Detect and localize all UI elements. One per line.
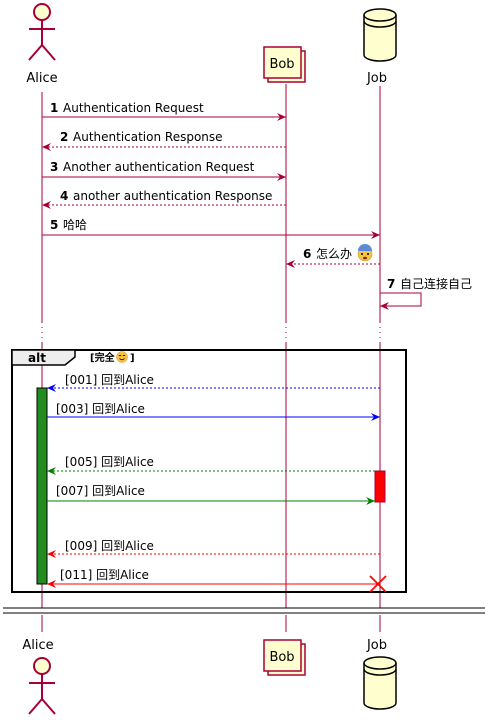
svg-text:3: 3 bbox=[50, 160, 58, 174]
message-4: 4 another authentication Response bbox=[42, 189, 286, 209]
message-label: 怎么办 bbox=[316, 246, 352, 261]
participant-alice-bottom: Alice bbox=[22, 638, 56, 715]
message-label: [005] 回到Alice bbox=[65, 455, 154, 469]
message-3: 3 Another authentication Request bbox=[42, 160, 286, 181]
message-7-self: 7 自己连接自己 bbox=[380, 276, 472, 310]
scared-face-icon bbox=[357, 244, 373, 262]
participant-label-job: Job bbox=[366, 71, 387, 86]
participant-label-alice: Alice bbox=[26, 71, 57, 86]
alt-message-005: [005] 回到Alice bbox=[47, 455, 375, 475]
participant-alice-top: Alice bbox=[26, 3, 58, 86]
participant-bob-top: Bob bbox=[263, 46, 306, 83]
svg-text:4: 4 bbox=[60, 189, 68, 203]
database-icon bbox=[363, 8, 397, 62]
alt-message-007: [007] 回到Alice bbox=[47, 484, 375, 505]
alt-message-003: [003] 回到Alice bbox=[47, 402, 380, 421]
participant-label-job: Job bbox=[366, 638, 387, 653]
actor-icon bbox=[28, 3, 56, 61]
message-6: 6 怎么办 bbox=[286, 244, 380, 268]
activation-bar-job bbox=[374, 470, 386, 503]
message-label: [003] 回到Alice bbox=[56, 402, 145, 416]
database-icon bbox=[363, 656, 397, 710]
participant-label-bob: Bob bbox=[269, 57, 294, 72]
svg-text:7: 7 bbox=[387, 277, 395, 291]
svg-text:1: 1 bbox=[50, 101, 58, 115]
participant-bob-bottom: Bob bbox=[263, 639, 306, 676]
message-2: 2 Authentication Response bbox=[42, 130, 286, 151]
message-1: 1 Authentication Request bbox=[42, 101, 286, 121]
activation-bar-alice bbox=[36, 387, 48, 585]
message-label: [009] 回到Alice bbox=[65, 539, 154, 553]
message-label: Authentication Response bbox=[73, 130, 223, 144]
alt-guard: [完全 bbox=[90, 351, 116, 364]
svg-text:6: 6 bbox=[303, 247, 311, 261]
alt-message-011: [011] 回到Alice bbox=[47, 568, 387, 593]
alt-message-009: [009] 回到Alice bbox=[47, 539, 380, 558]
message-5: 5 哈哈 bbox=[42, 218, 380, 239]
destroy-icon bbox=[369, 575, 387, 593]
participant-label-bob: Bob bbox=[269, 650, 294, 665]
message-label: another authentication Response bbox=[73, 189, 272, 203]
divider bbox=[3, 607, 485, 614]
message-label: Another authentication Request bbox=[63, 160, 255, 174]
message-label: 哈哈 bbox=[63, 218, 87, 232]
alt-message-001: [001] 回到Alice bbox=[47, 373, 380, 392]
participant-job-top: Job bbox=[363, 8, 397, 86]
alt-group: alt [完全 ] bbox=[11, 349, 407, 593]
message-label: Authentication Request bbox=[63, 101, 204, 115]
message-label: [011] 回到Alice bbox=[60, 568, 149, 582]
svg-text:5: 5 bbox=[50, 218, 58, 232]
actor-icon bbox=[28, 657, 56, 715]
smile-icon bbox=[116, 351, 128, 363]
svg-text:2: 2 bbox=[60, 130, 68, 144]
participant-label-alice: Alice bbox=[22, 638, 53, 653]
participant-job-bottom: Job bbox=[363, 638, 397, 710]
message-label: [007] 回到Alice bbox=[56, 484, 145, 498]
alt-keyword: alt bbox=[28, 351, 46, 365]
svg-text:]: ] bbox=[130, 353, 135, 364]
message-label: 自己连接自己 bbox=[400, 276, 472, 291]
message-label: [001] 回到Alice bbox=[65, 373, 154, 387]
